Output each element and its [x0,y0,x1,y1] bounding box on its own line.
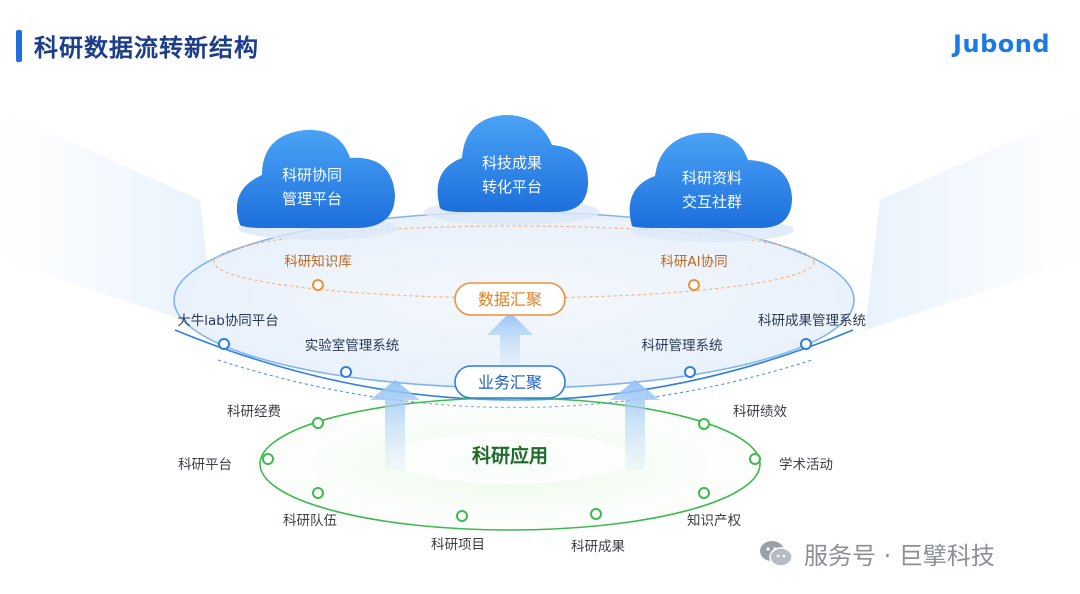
node-dot [590,508,602,520]
node-dot [218,338,230,350]
data-badge [454,282,566,316]
node-dot [340,366,352,378]
node-dot [749,453,761,465]
node-dot [698,418,710,430]
business-node-1: 实验室管理系统 [305,337,400,354]
wechat-icon [758,539,794,569]
business-node-2: 科研管理系统 [642,338,723,354]
data-node-0: 科研知识库 [284,253,352,270]
app-node-7: 科研绩效 [733,404,787,420]
node-dot [312,279,324,291]
watermark-text: 服务号 · 巨擘科技 [804,542,995,570]
cloud-1-line2: 管理平台 [282,190,342,208]
app-node-4: 科研成果 [571,539,625,555]
node-dot [262,453,274,465]
left-light-beam [0,110,215,330]
app-node-2: 科研队伍 [283,513,337,529]
arrow-center-upper [487,312,533,370]
business-node-0: 大牛lab协同平台 [177,313,279,329]
data-badge-label: 数据汇聚 [478,290,542,309]
title-accent-bar [16,30,22,62]
page-title: 科研数据流转新结构 [34,34,259,62]
app-node-0: 科研经费 [227,404,281,420]
cloud-transfer-platform: 科技成果 转化平台 [424,115,600,225]
data-layer: 科研知识库 科研AI协同 数据汇聚 [284,253,728,316]
application-layer: 科研应用 科研经费 科研平台 科研队伍 科研项目 科研成果 知识产权 学术活动 … [178,404,833,555]
node-dot [684,366,696,378]
application-center-glow [390,432,630,484]
brand-logo: Jubond [953,30,1050,58]
cloud-1-line1: 科研协同 [282,166,342,184]
business-node-3: 科研成果管理系统 [758,313,866,329]
app-node-1: 科研平台 [178,457,232,473]
cloud-community: 科研资料 交互社群 [629,132,794,242]
business-badge [454,365,566,399]
cloud-2-line1: 科技成果 [482,154,542,172]
arrow-right-lower [610,380,660,470]
app-node-6: 学术活动 [779,457,833,473]
cloud-3-line2: 交互社群 [682,193,742,211]
app-node-5: 知识产权 [687,512,741,529]
cloud-3-line1: 科研资料 [682,169,742,187]
application-center-label: 科研应用 [472,444,548,467]
cloud-collab-platform: 科研协同 管理平台 [236,129,398,240]
node-dot [456,510,468,522]
node-dot [800,338,812,350]
node-dot [688,279,700,291]
node-dot [312,487,324,499]
right-light-beam [865,110,1080,330]
node-dot [312,417,324,429]
business-badge-label: 业务汇聚 [478,373,542,392]
app-node-3: 科研项目 [431,537,485,553]
cloud-2-line2: 转化平台 [482,178,542,196]
upward-arrows [370,312,660,470]
business-layer: 大牛lab协同平台 实验室管理系统 科研管理系统 科研成果管理系统 业务汇聚 [177,313,866,399]
arrow-left-lower [370,380,420,470]
node-dot [698,487,710,499]
data-node-1: 科研AI协同 [660,254,727,270]
watermark: 服务号 · 巨擘科技 [758,536,995,571]
